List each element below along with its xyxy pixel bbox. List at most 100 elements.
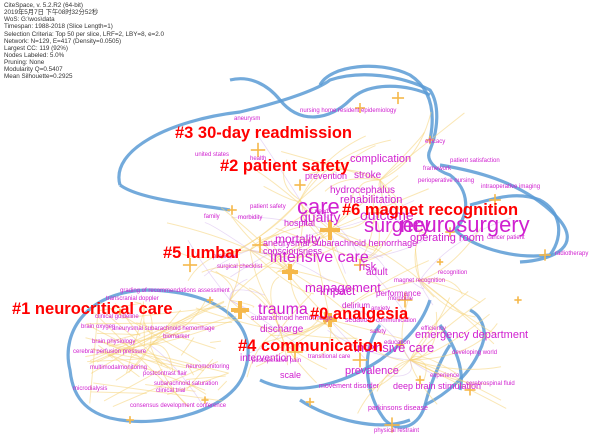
keyword-label-perioperative[interactable]: perioperative nursing — [418, 178, 474, 184]
cluster-label-c0[interactable]: #0 analgesia — [310, 305, 409, 323]
keyword-label-intraoperative[interactable]: intraoperative imaging — [481, 184, 540, 190]
keyword-label-operating-room[interactable]: operating room — [410, 232, 484, 244]
keyword-label-movement[interactable]: movement disorder — [319, 383, 380, 390]
keyword-label-need[interactable]: need — [315, 209, 328, 215]
node-marker[interactable] — [395, 344, 405, 346]
keyword-label-rehabilitation[interactable]: rehabilitation — [340, 194, 402, 206]
keyword-label-intervention[interactable]: intervention — [240, 353, 292, 364]
keyword-label-quality[interactable]: quality — [300, 209, 340, 225]
node-marker[interactable] — [282, 270, 298, 274]
keyword-label-predictor[interactable]: predictor — [213, 254, 236, 260]
node-marker[interactable] — [231, 308, 249, 312]
keyword-label-stroke[interactable]: stroke — [354, 170, 382, 181]
node-marker[interactable] — [201, 399, 209, 401]
keyword-label-anxiety[interactable]: anxiety — [371, 306, 390, 312]
keyword-label-outcome[interactable]: outcome — [360, 207, 414, 223]
node-marker[interactable] — [384, 424, 400, 426]
keyword-label-management[interactable]: management — [305, 280, 381, 295]
node-marker[interactable] — [352, 359, 368, 361]
keyword-label-consciousness[interactable]: consciousness — [263, 246, 323, 256]
node-marker[interactable] — [250, 149, 266, 151]
keyword-label-physical-restraint[interactable]: physical restraint — [374, 428, 419, 434]
keyword-label-sedation[interactable]: sedation — [345, 317, 372, 324]
cluster-label-c4[interactable]: #4 communication — [238, 337, 383, 355]
keyword-label-intensive-care[interactable]: intensive care — [270, 249, 369, 266]
keyword-label-cerebral-perfusion[interactable]: cerebral perfusion pressure — [73, 349, 147, 355]
keyword-label-emergency[interactable]: emergency department — [415, 329, 528, 341]
keyword-label-care[interactable]: care — [297, 194, 340, 219]
node-marker[interactable] — [489, 199, 501, 201]
cluster-label-c2[interactable]: #2 patient safety — [220, 157, 350, 175]
node-marker[interactable] — [287, 351, 303, 353]
keyword-label-nursing-home[interactable]: nursing home resident — [300, 108, 360, 114]
keyword-label-safety[interactable]: safety — [370, 329, 386, 335]
keyword-label-scale[interactable]: scale — [280, 370, 301, 380]
keyword-label-hospital[interactable]: hospital — [284, 218, 315, 228]
keyword-label-asah-2[interactable]: aneurysmal subarachnoid hemorrhage — [112, 326, 215, 332]
node-marker[interactable] — [182, 264, 198, 266]
keyword-label-consensus[interactable]: consensus development conference — [130, 403, 227, 409]
keyword-label-aneurysmal-sah[interactable]: aneurysmal subarachnoid hemorrhage — [263, 238, 417, 248]
keyword-label-complication[interactable]: complication — [350, 153, 411, 165]
node-marker[interactable] — [227, 209, 237, 211]
keyword-label-family[interactable]: family — [204, 214, 220, 220]
keyword-label-education[interactable]: education — [384, 340, 410, 346]
keyword-label-risk[interactable]: risk — [359, 261, 377, 273]
node-marker[interactable] — [397, 299, 413, 301]
keyword-label-transitional-care[interactable]: transitional care — [308, 354, 351, 360]
keyword-label-postcontrast[interactable]: postcontrast flair — [143, 371, 187, 377]
keyword-label-neurosurgery[interactable]: neurosurgery — [400, 212, 530, 237]
node-marker[interactable] — [539, 254, 551, 256]
node-marker[interactable] — [353, 264, 367, 266]
node-marker[interactable] — [464, 389, 476, 391]
keyword-label-deep-brain[interactable]: deep brain stimulation — [393, 381, 481, 391]
keyword-label-framework[interactable]: framework — [423, 166, 452, 172]
cluster-label-c5[interactable]: #5 lumbar — [163, 244, 242, 262]
keyword-label-discharge[interactable]: discharge — [260, 324, 304, 335]
node-marker[interactable] — [355, 107, 365, 109]
keyword-label-cerebrospinal[interactable]: cerebrospinal fluid — [466, 381, 515, 387]
keyword-label-intensive-care-2[interactable]: intensive care — [354, 340, 434, 355]
keyword-label-mortality[interactable]: mortality — [275, 232, 320, 246]
keyword-label-clinical-trial[interactable]: clinical trial — [156, 388, 185, 394]
node-marker[interactable] — [116, 311, 124, 313]
keyword-label-delirium[interactable]: delirium — [342, 301, 370, 310]
node-marker[interactable] — [445, 231, 455, 233]
keyword-label-neuromonitoring[interactable]: neuromonitoring — [186, 364, 229, 370]
keyword-label-communication[interactable]: communication — [376, 318, 416, 324]
keyword-label-patient-safety[interactable]: patient safety — [250, 204, 286, 210]
keyword-label-morbidity[interactable]: morbidity — [238, 215, 262, 221]
keyword-label-hydrocephalus[interactable]: hydrocephalus — [330, 185, 395, 196]
node-marker[interactable] — [391, 97, 405, 99]
node-marker[interactable] — [294, 184, 306, 186]
keyword-label-morphine[interactable]: morphine — [388, 296, 414, 302]
keyword-label-subarach-sat[interactable]: subarachnoid saturation — [154, 381, 218, 387]
keyword-label-experience[interactable]: experience — [430, 373, 460, 379]
node-marker[interactable] — [206, 299, 214, 301]
keyword-label-surgery[interactable]: surgery — [364, 215, 431, 237]
keyword-label-aneurysm[interactable]: aneurysm — [234, 116, 260, 122]
keyword-label-cancer-patient[interactable]: cancer patient — [487, 235, 525, 241]
keyword-label-efficiency[interactable]: efficiency — [421, 326, 446, 332]
keyword-label-magnet[interactable]: magnet recognition — [394, 278, 445, 284]
keyword-label-biomarker[interactable]: biomarker — [163, 334, 190, 340]
cluster-label-c3[interactable]: #3 30-day readmission — [175, 124, 352, 142]
keyword-label-clinical-guideline[interactable]: clinical guideline — [95, 314, 139, 320]
keyword-label-trauma[interactable]: trauma — [258, 301, 308, 318]
keyword-label-radiotherapy[interactable]: radiotherapy — [555, 251, 588, 257]
keyword-label-impact[interactable]: impact — [320, 284, 356, 298]
node-marker[interactable] — [415, 379, 425, 381]
node-marker[interactable] — [425, 139, 435, 141]
keyword-label-subarachnoid[interactable]: subarachnoid hemorrhage — [251, 315, 333, 322]
cluster-label-c6[interactable]: #6 magnet recognition — [342, 201, 518, 219]
keyword-label-prevalence[interactable]: prevalence — [345, 365, 399, 377]
keyword-label-health[interactable]: health — [250, 156, 266, 162]
keyword-label-united-states[interactable]: united states — [195, 152, 229, 158]
keyword-label-patient-satisfaction[interactable]: patient satisfaction — [450, 158, 500, 164]
keyword-label-recognition[interactable]: recognition — [438, 270, 467, 276]
node-marker[interactable] — [514, 299, 522, 301]
keyword-label-grading[interactable]: grading of recommendations assessment — [120, 288, 230, 294]
keyword-label-developing-world[interactable]: developing world — [452, 350, 497, 356]
keyword-label-brain-physiology[interactable]: brain physiology — [92, 339, 135, 345]
